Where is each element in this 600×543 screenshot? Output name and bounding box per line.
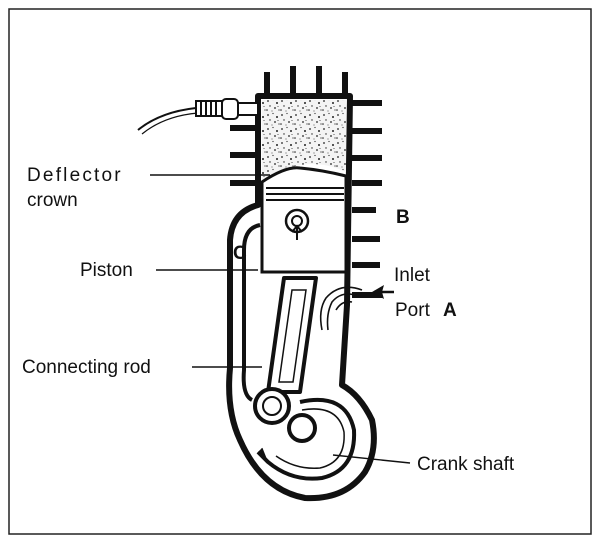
label-b: B [396, 207, 410, 228]
label-c: C [233, 243, 247, 264]
label-crank-shaft: Crank shaft [417, 454, 515, 475]
label-port: Port [395, 300, 431, 321]
label-connecting-rod: Connecting rod [22, 357, 151, 378]
label-piston: Piston [80, 260, 133, 281]
piston-body [262, 168, 346, 272]
label-inlet: Inlet [394, 265, 431, 286]
label-deflector: Deflector [27, 165, 123, 186]
label-port-letter: A [443, 300, 457, 321]
label-crown: crown [27, 190, 78, 211]
